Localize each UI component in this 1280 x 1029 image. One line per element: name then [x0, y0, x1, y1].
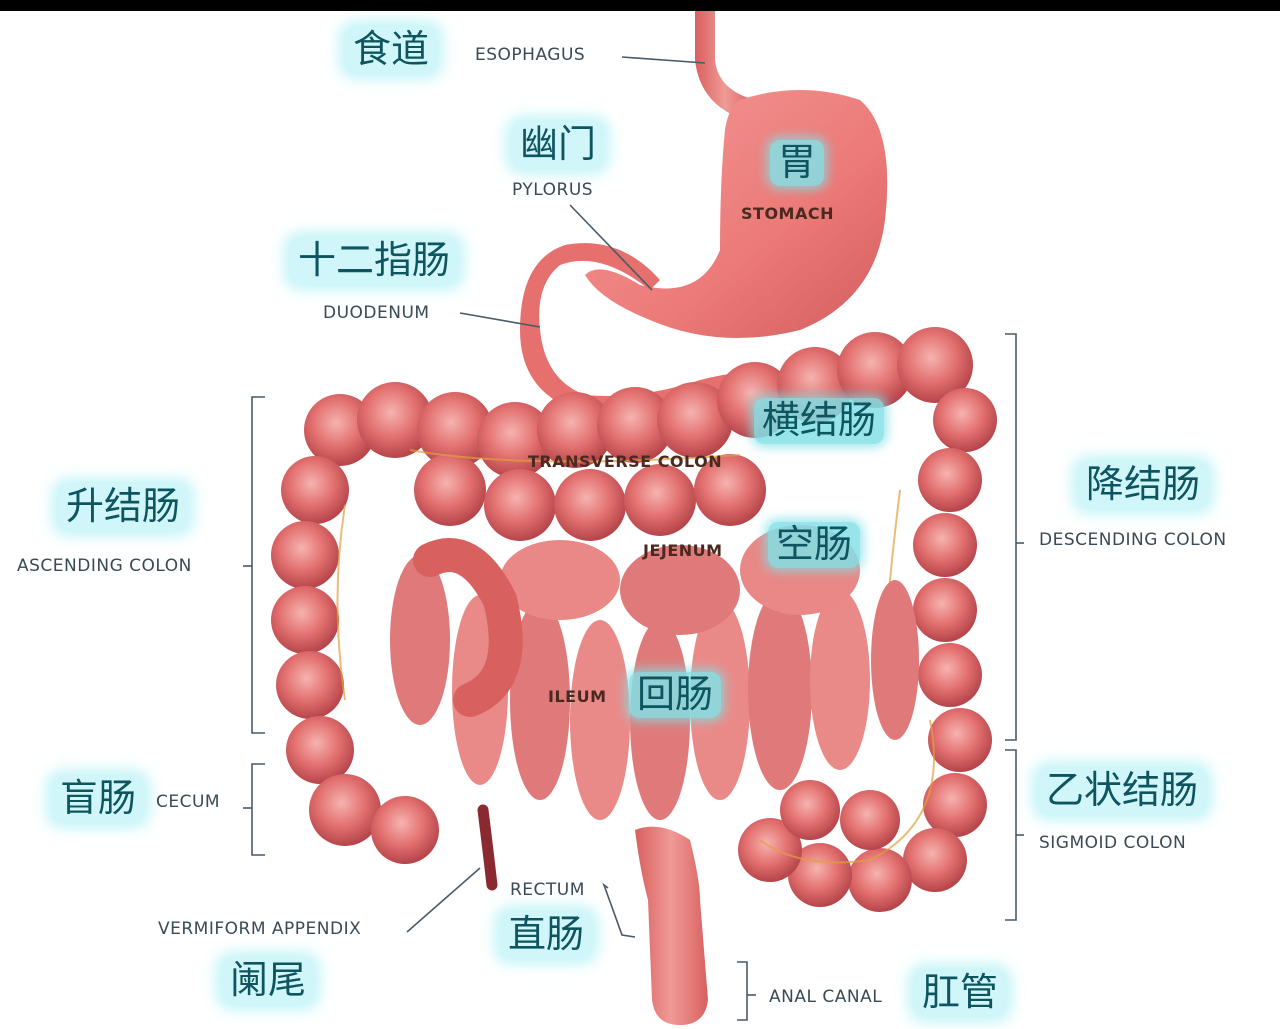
- label-rectum-en: RECTUM: [510, 880, 585, 900]
- label-pylorus-zh: 幽门: [512, 122, 605, 168]
- large-intestine-organ: [271, 327, 997, 912]
- esophagus-organ: [695, 11, 755, 120]
- label-stomach-zh: 胃: [770, 140, 825, 186]
- label-duodenum-zh: 十二指肠: [290, 238, 459, 284]
- label-transverse-colon-en: TRANSVERSE COLON: [528, 452, 723, 471]
- label-rectum-zh: 直肠: [500, 912, 593, 958]
- label-esophagus-en: ESOPHAGUS: [475, 45, 586, 65]
- label-esophagus-zh: 食道: [345, 27, 438, 73]
- label-sigmoid-colon-en: SIGMOID COLON: [1039, 833, 1187, 853]
- label-ascending-colon-zh: 升结肠: [58, 484, 189, 530]
- label-jejunum-en: JEJENUM: [643, 541, 723, 560]
- duodenum-organ: [520, 243, 790, 414]
- label-appendix-en: VERMIFORM APPENDIX: [158, 919, 362, 939]
- label-ileum-zh: 回肠: [629, 672, 722, 718]
- label-descending-colon-en: DESCENDING COLON: [1039, 530, 1227, 550]
- label-transverse-colon-zh: 横结肠: [754, 398, 885, 444]
- stomach-organ: [585, 90, 888, 338]
- label-cecum-en: CECUM: [156, 792, 221, 812]
- small-intestine-organ: [390, 525, 919, 820]
- label-anal-canal-zh: 肛管: [914, 970, 1007, 1016]
- label-anal-canal-en: ANAL CANAL: [769, 987, 883, 1007]
- label-descending-colon-zh: 降结肠: [1078, 462, 1209, 508]
- label-appendix-zh: 阑尾: [222, 958, 315, 1004]
- label-duodenum-en: DUODENUM: [323, 303, 430, 323]
- label-stomach-en: STOMACH: [741, 204, 834, 223]
- label-pylorus-en: PYLORUS: [512, 180, 594, 200]
- leader-lines: [243, 56, 1024, 1021]
- label-cecum-zh: 盲肠: [52, 776, 145, 822]
- label-sigmoid-colon-zh: 乙状结肠: [1038, 768, 1207, 814]
- label-jejunum-zh: 空肠: [768, 522, 861, 568]
- top-black-bar: [0, 0, 1280, 11]
- appendix-organ: [477, 804, 498, 891]
- rectum-organ: [635, 826, 708, 1025]
- label-ileum-en: ILEUM: [548, 687, 607, 706]
- label-ascending-colon-en: ASCENDING COLON: [17, 556, 192, 576]
